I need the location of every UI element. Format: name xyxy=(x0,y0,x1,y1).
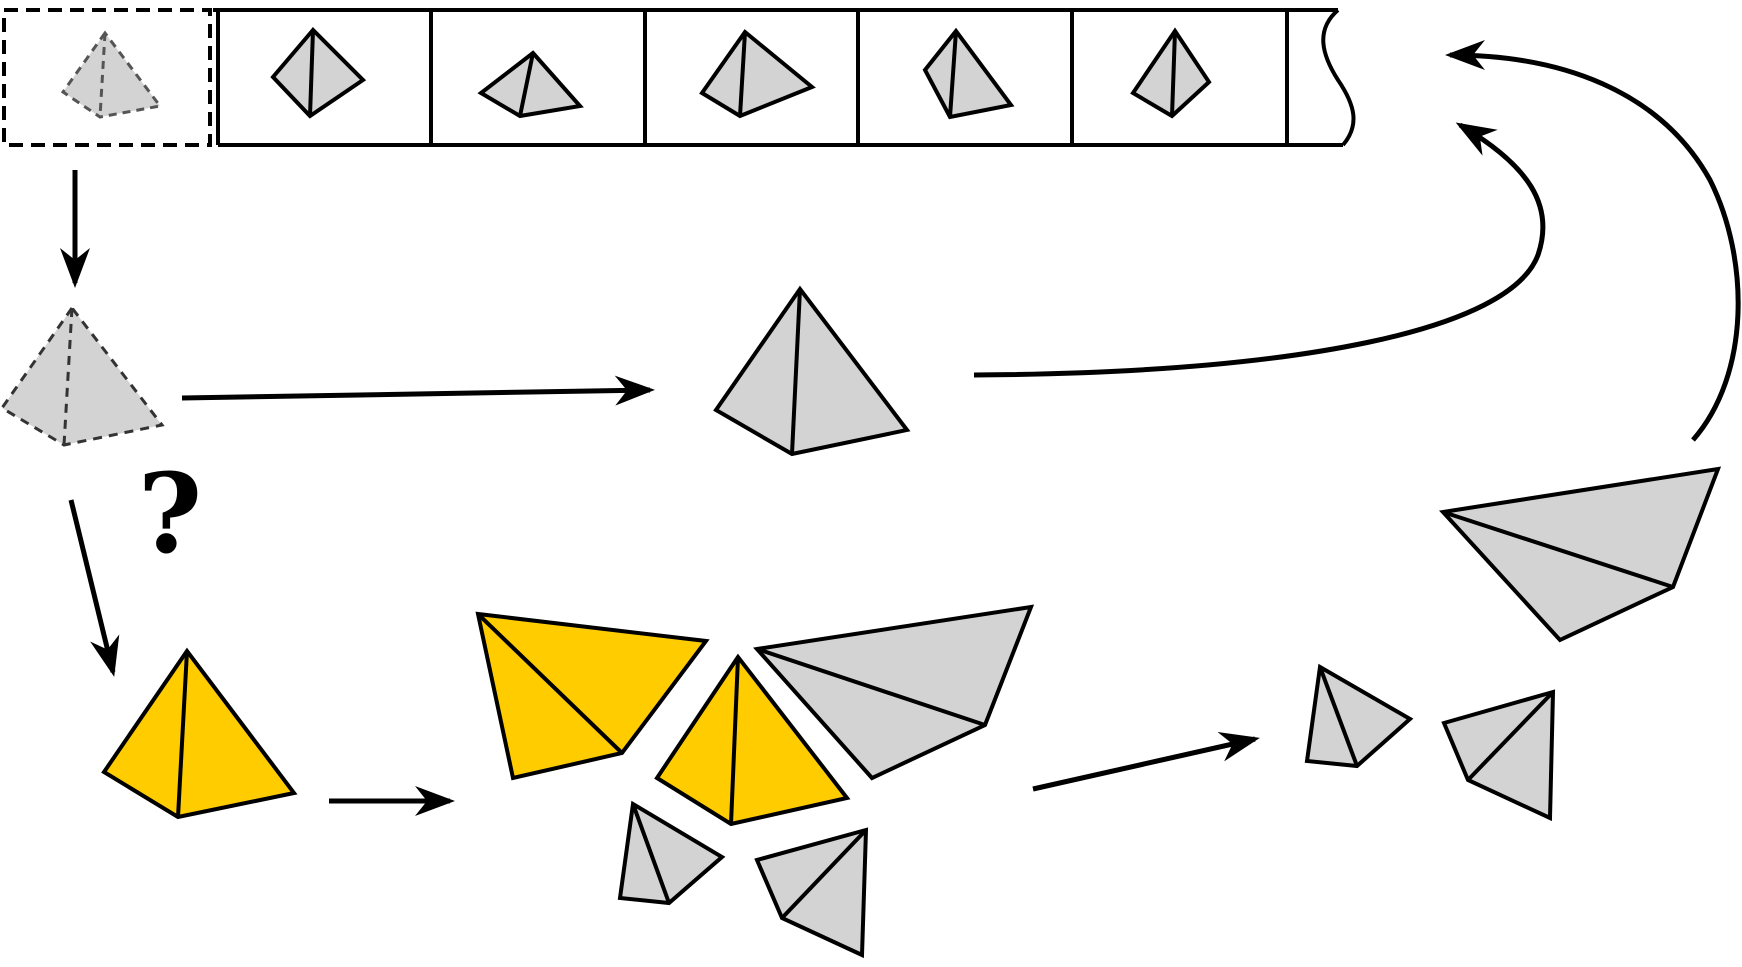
arrow-down-to-yellow-tetrahedron xyxy=(68,499,120,677)
yellow-fragment-large xyxy=(475,611,710,781)
strip-tetrahedron-icon xyxy=(1130,27,1212,119)
arrow-right-to-remaining-fragments xyxy=(1032,732,1260,792)
gray-fragment-small-right xyxy=(754,827,869,959)
remaining-fragments xyxy=(1304,466,1722,822)
strip-tetrahedron-icon xyxy=(477,50,584,119)
fragment-cluster xyxy=(475,604,1035,959)
yellow-tetrahedron-icon xyxy=(101,647,298,820)
strip-tetrahedron-icon xyxy=(699,29,816,119)
dashed-tetrahedron-large-icon xyxy=(0,305,165,447)
arrow-right-to-gray-tetrahedron xyxy=(181,375,655,406)
dashed-tetrahedron-icon xyxy=(60,30,163,119)
strip-body xyxy=(213,8,1356,147)
curved-arrow-return-inner xyxy=(973,122,1546,378)
strip-tetrahedron-icon xyxy=(922,27,1015,120)
strip-tetrahedron-icon xyxy=(270,27,367,119)
gray-fragment-small-left xyxy=(617,800,726,906)
strip-cell-dashed xyxy=(2,8,212,147)
strip-torn-edge xyxy=(1321,8,1356,147)
curved-arrow-return-outer xyxy=(1445,40,1741,442)
gray-fragment-right-large xyxy=(1439,466,1722,643)
tetrahedron-strip xyxy=(2,8,1356,147)
yellow-tetrahedron-fragment xyxy=(654,653,851,827)
question-mark: ? xyxy=(138,449,202,578)
gray-fragment-right-small-right xyxy=(1441,689,1556,822)
gray-tetrahedron-icon xyxy=(713,285,911,457)
gray-fragment-large xyxy=(753,604,1035,781)
gray-fragment-right-small-left xyxy=(1304,663,1414,769)
